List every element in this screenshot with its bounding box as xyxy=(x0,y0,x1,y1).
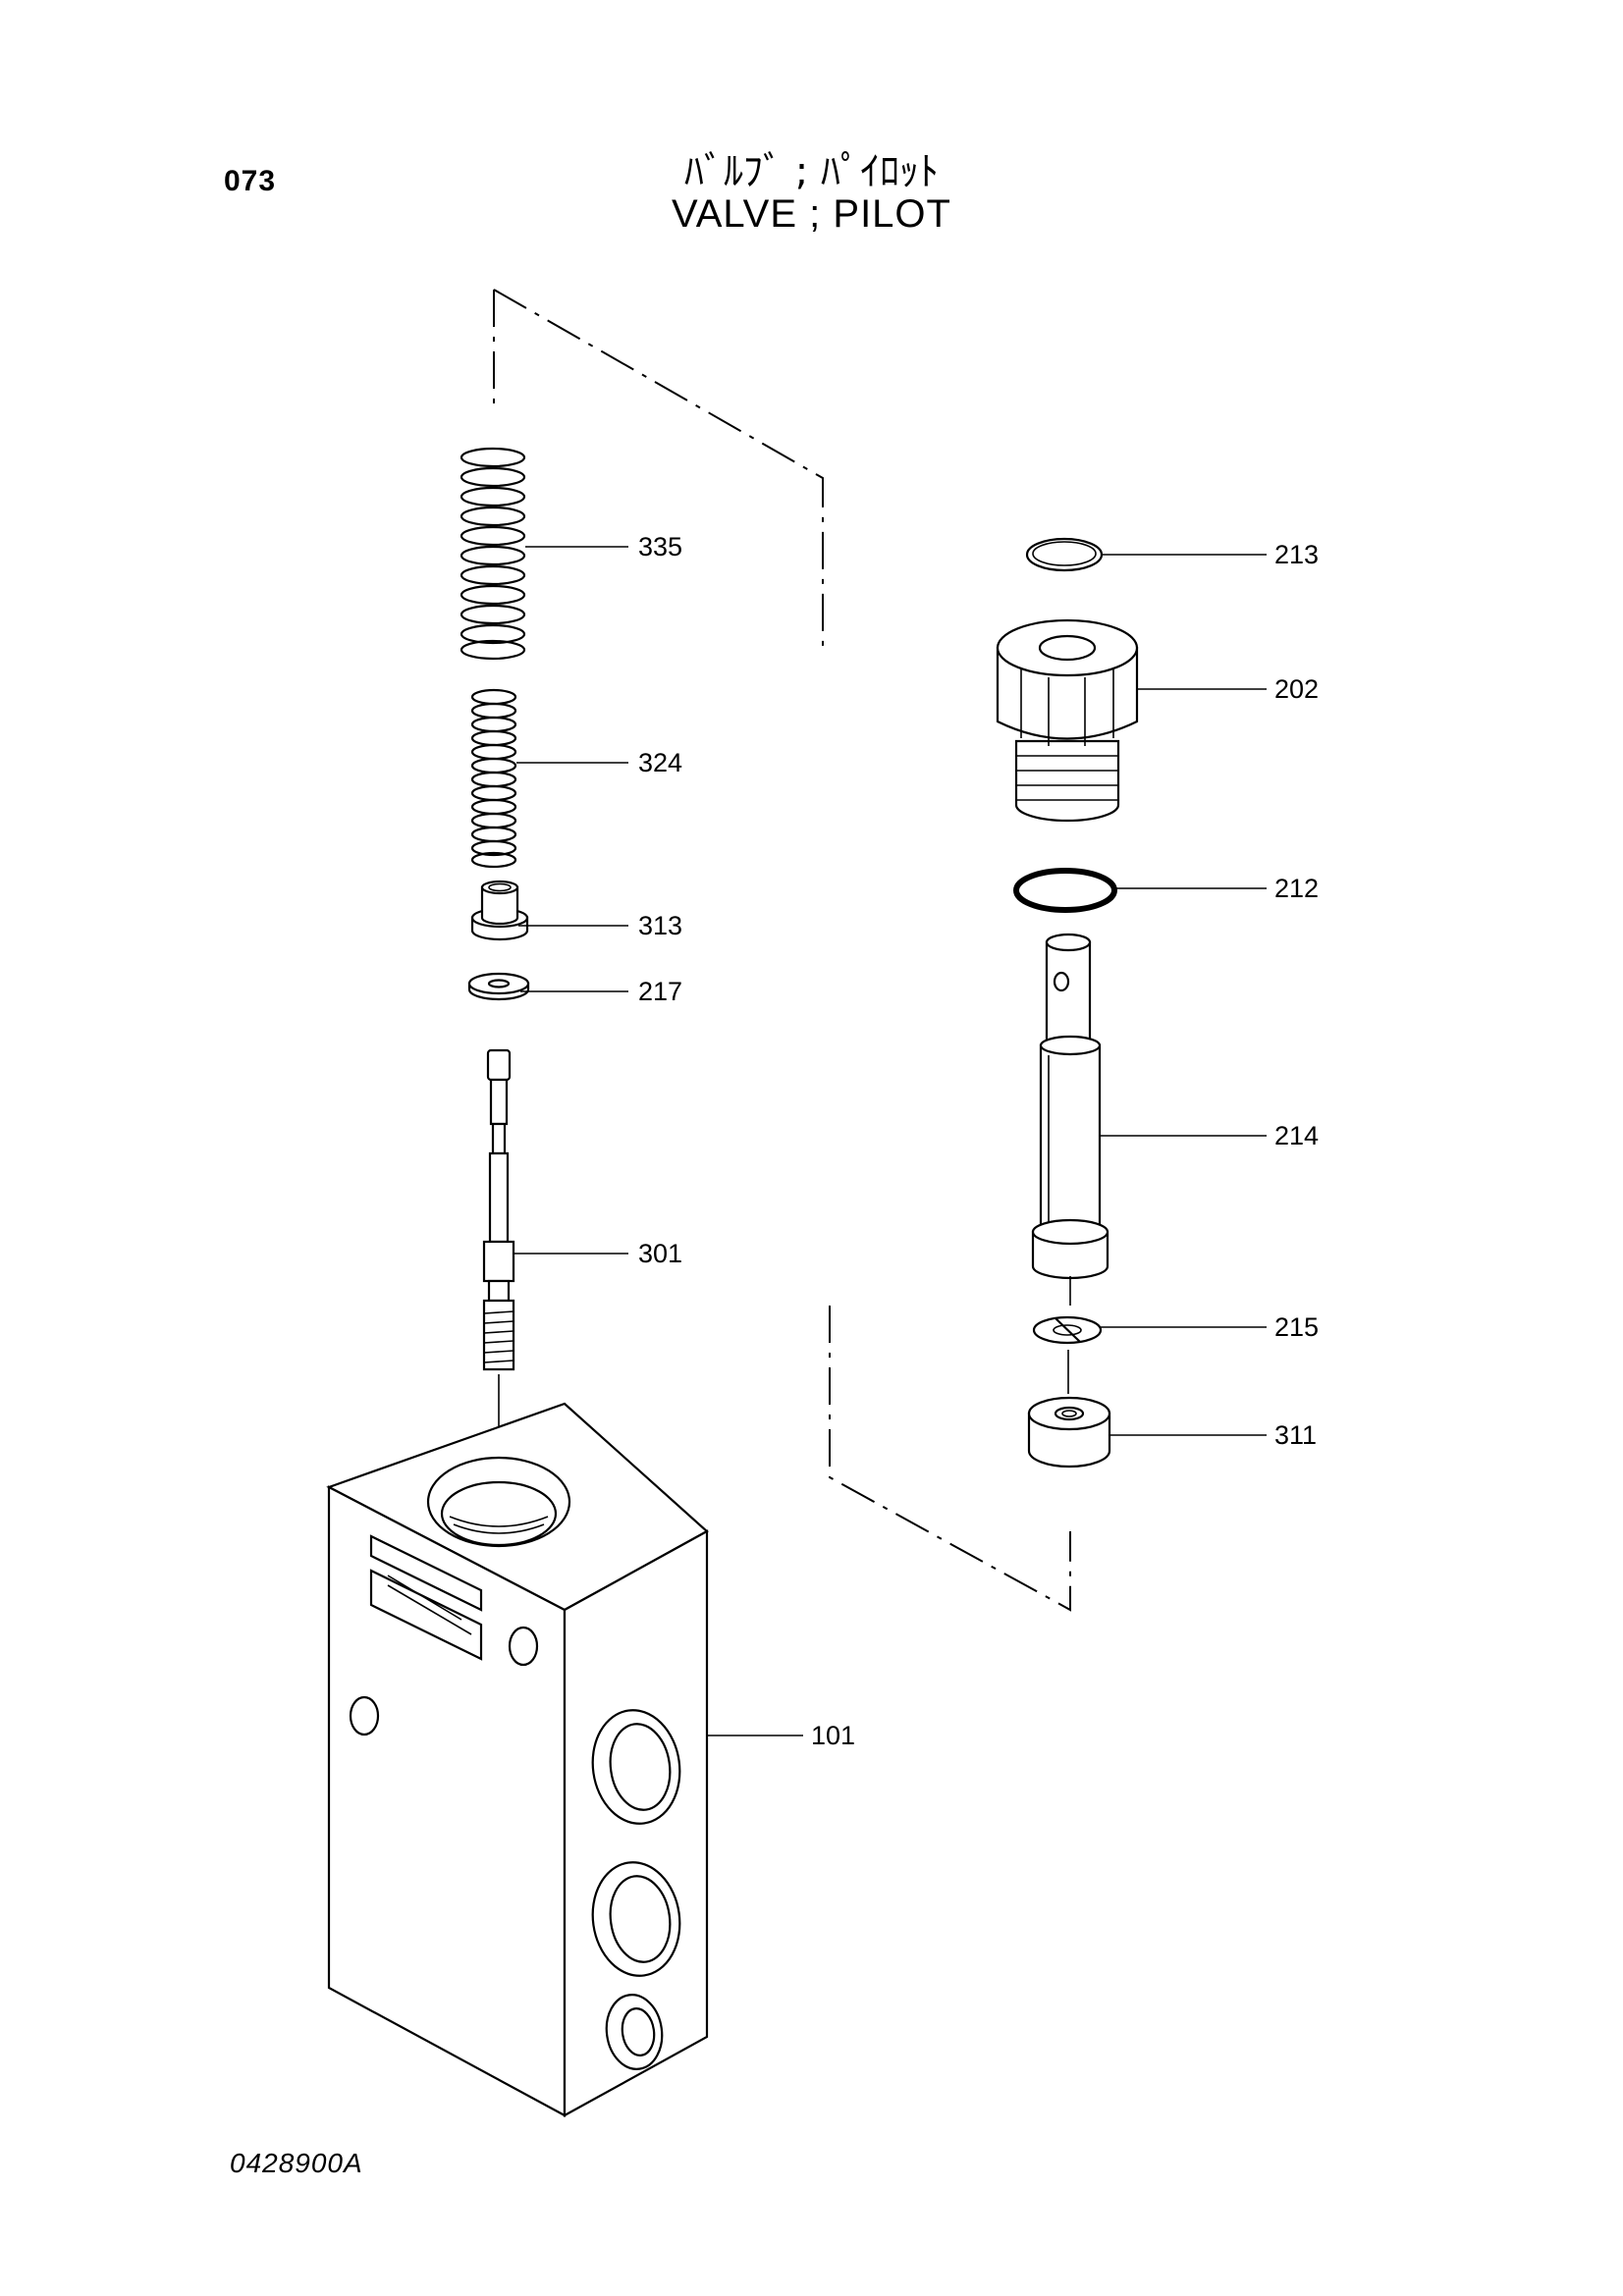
part-number-labels: 335 324 313 217 301 101 213 202 212 214 … xyxy=(638,532,1319,1750)
label-301: 301 xyxy=(638,1239,682,1268)
part-215-retaining-ring xyxy=(1032,1315,1103,1394)
label-214: 214 xyxy=(1274,1121,1319,1150)
part-335-outer-spring xyxy=(460,447,526,661)
label-324: 324 xyxy=(638,748,682,777)
part-101-valve-body xyxy=(326,1402,709,2117)
part-324-inner-spring xyxy=(470,688,517,869)
label-313: 313 xyxy=(638,911,682,940)
part-217-washer xyxy=(467,972,530,1001)
part-301-push-rod xyxy=(482,1048,515,1443)
part-313-spring-seat xyxy=(470,880,529,941)
assembly-guide-lines xyxy=(493,289,1071,1612)
label-101: 101 xyxy=(811,1721,855,1750)
title-english: VALVE ; PILOT xyxy=(672,192,951,236)
page-number: 073 xyxy=(224,165,277,197)
label-217: 217 xyxy=(638,977,682,1006)
part-202-plug xyxy=(996,618,1139,823)
part-213-o-ring xyxy=(1025,537,1104,572)
part-212-o-ring xyxy=(1013,868,1117,913)
label-213: 213 xyxy=(1274,540,1319,569)
drawing-number: 0428900A xyxy=(230,2148,363,2178)
label-212: 212 xyxy=(1274,874,1319,903)
label-335: 335 xyxy=(638,532,682,561)
label-202: 202 xyxy=(1274,674,1319,704)
label-311: 311 xyxy=(1274,1420,1317,1450)
title-japanese: ﾊﾞﾙﾌﾞ ; ﾊﾟｲﾛｯﾄ xyxy=(684,149,939,194)
leader-lines xyxy=(514,546,1267,1736)
label-215: 215 xyxy=(1274,1312,1319,1342)
part-214-spool xyxy=(1031,933,1109,1306)
part-311-seat xyxy=(1027,1396,1111,1468)
